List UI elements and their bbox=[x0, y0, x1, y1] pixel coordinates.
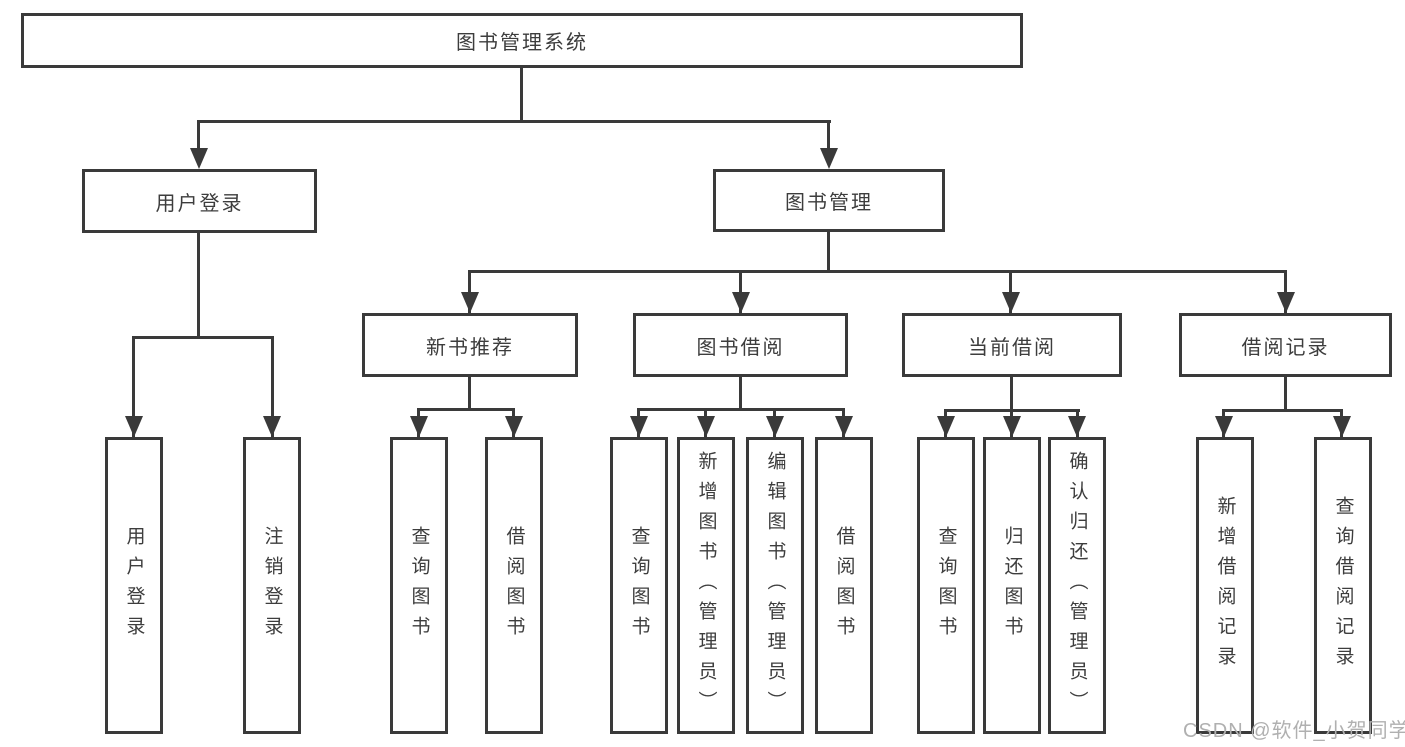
arrow-to-add-books bbox=[697, 416, 715, 437]
node-library-management-system: 图书管理系统 bbox=[21, 13, 1023, 68]
node-label: 确认归还（管理员） bbox=[1066, 450, 1088, 721]
node-leaf-query-books-borrow: 查询图书 bbox=[610, 437, 668, 734]
node-new-book-recommendation: 新书推荐 bbox=[362, 313, 578, 377]
arrow-to-query-record bbox=[1333, 416, 1351, 437]
arrow-to-current-borrow bbox=[1002, 292, 1020, 313]
csdn-watermark: CSDN @软件_小贺同学 bbox=[1183, 720, 1405, 742]
node-label: 新增图书（管理员） bbox=[695, 450, 717, 721]
node-leaf-query-borrow-record: 查询借阅记录 bbox=[1314, 437, 1372, 734]
node-label: 借阅记录 bbox=[1241, 336, 1330, 359]
connector-to-user-login bbox=[197, 120, 200, 150]
node-label: 新书推荐 bbox=[426, 336, 514, 359]
connector-new-book-stem bbox=[468, 377, 471, 408]
arrow-to-borrow-books-2 bbox=[835, 416, 853, 437]
arrow-to-user-login bbox=[190, 148, 208, 169]
node-leaf-logout: 注销登录 bbox=[243, 437, 301, 734]
connector-borrow-record-stem bbox=[1284, 377, 1287, 409]
connector-user-login-bar bbox=[132, 336, 274, 339]
node-label: 借阅图书 bbox=[833, 525, 855, 646]
arrow-to-query-books-1 bbox=[410, 416, 428, 437]
node-label: 归还图书 bbox=[1001, 525, 1023, 646]
connector-to-borrow-record bbox=[1284, 270, 1287, 313]
arrow-to-edit-books bbox=[766, 416, 784, 437]
node-leaf-return-books: 归还图书 bbox=[983, 437, 1041, 734]
connector-root-stem bbox=[520, 68, 523, 120]
connector-user-login-stem bbox=[197, 233, 200, 336]
connector-to-current-borrow bbox=[1009, 270, 1012, 313]
arrow-to-new-book bbox=[461, 292, 479, 313]
arrow-to-confirm-return bbox=[1068, 416, 1086, 437]
arrow-to-logout-leaf bbox=[263, 416, 281, 437]
connector-to-login-leaf bbox=[132, 336, 135, 437]
node-leaf-borrow-books: 借阅图书 bbox=[815, 437, 873, 734]
arrow-to-borrow-books-1 bbox=[505, 416, 523, 437]
connector-to-new-book bbox=[468, 270, 471, 313]
node-label: 用户登录 bbox=[155, 192, 244, 215]
connector-current-borrow-stem bbox=[1010, 377, 1013, 409]
node-leaf-add-borrow-record: 新增借阅记录 bbox=[1196, 437, 1254, 734]
connector-to-book-borrow bbox=[739, 270, 742, 313]
node-label: 查询图书 bbox=[408, 525, 430, 646]
connector-to-book-management bbox=[827, 120, 830, 150]
node-label: 查询图书 bbox=[935, 525, 957, 646]
node-leaf-query-books-recommend: 查询图书 bbox=[390, 437, 448, 734]
node-leaf-edit-books-admin: 编辑图书（管理员） bbox=[746, 437, 804, 734]
node-label: 查询借阅记录 bbox=[1332, 495, 1354, 676]
node-book-borrowing: 图书借阅 bbox=[633, 313, 848, 377]
node-borrowing-records: 借阅记录 bbox=[1179, 313, 1392, 377]
node-current-borrowing: 当前借阅 bbox=[902, 313, 1122, 377]
connector-level2-bar bbox=[197, 120, 831, 123]
arrow-to-login-leaf bbox=[125, 416, 143, 437]
node-user-login: 用户登录 bbox=[82, 169, 317, 233]
arrow-to-borrow-record bbox=[1277, 292, 1295, 313]
arrow-to-add-record bbox=[1215, 416, 1233, 437]
node-label: 用户登录 bbox=[123, 525, 145, 646]
connector-to-logout-leaf bbox=[271, 336, 274, 437]
node-label: 借阅图书 bbox=[503, 525, 525, 646]
node-label: 查询图书 bbox=[628, 525, 650, 646]
node-label: 图书管理系统 bbox=[456, 32, 588, 54]
node-book-management: 图书管理 bbox=[713, 169, 945, 232]
arrow-to-return-books bbox=[1003, 416, 1021, 437]
arrow-to-query-books-3 bbox=[937, 416, 955, 437]
node-label: 图书管理 bbox=[785, 192, 873, 214]
node-label: 图书借阅 bbox=[696, 336, 785, 359]
node-label: 当前借阅 bbox=[968, 336, 1056, 359]
arrow-to-book-borrow bbox=[732, 292, 750, 313]
node-leaf-confirm-return-admin: 确认归还（管理员） bbox=[1048, 437, 1106, 734]
connector-level3-bar bbox=[468, 270, 1287, 273]
node-leaf-query-books-current: 查询图书 bbox=[917, 437, 975, 734]
node-label: 新增借阅记录 bbox=[1214, 495, 1236, 676]
arrow-to-book-management bbox=[820, 148, 838, 169]
node-leaf-user-login: 用户登录 bbox=[105, 437, 163, 734]
node-leaf-add-books-admin: 新增图书（管理员） bbox=[677, 437, 735, 734]
connector-book-management-stem bbox=[827, 232, 830, 270]
node-label: 编辑图书（管理员） bbox=[764, 450, 786, 721]
node-leaf-borrow-books-recommend: 借阅图书 bbox=[485, 437, 543, 734]
arrow-to-query-books-2 bbox=[630, 416, 648, 437]
connector-borrow-record-bar bbox=[1222, 409, 1343, 412]
connector-book-borrow-bar bbox=[637, 408, 845, 411]
node-label: 注销登录 bbox=[261, 525, 283, 646]
connector-new-book-bar bbox=[417, 408, 515, 411]
connector-book-borrow-stem bbox=[739, 377, 742, 408]
